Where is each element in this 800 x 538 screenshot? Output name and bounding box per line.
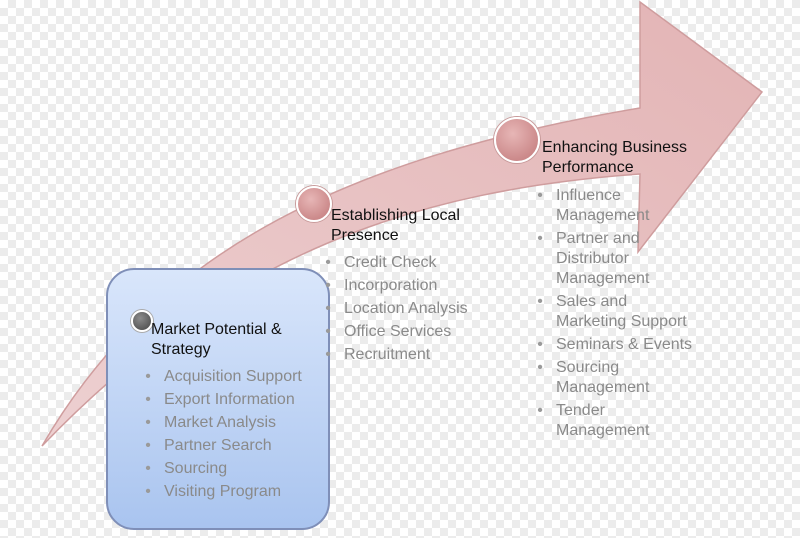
bullet-icon: • <box>537 402 543 419</box>
list-item: •Sales and Marketing Support <box>534 292 692 332</box>
list-item: •Sourcing Management <box>534 358 692 398</box>
stage-2-node <box>296 186 332 222</box>
list-item: •Partner Search <box>142 436 302 456</box>
bullet-icon: • <box>537 336 543 353</box>
bullet-icon: • <box>145 460 151 477</box>
bullet-icon: • <box>145 391 151 408</box>
stage-3-item-list: •Influence Management •Partner and Distr… <box>534 186 692 441</box>
list-item: •Visiting Program <box>142 482 302 502</box>
bullet-icon: • <box>537 230 543 247</box>
bullet-icon: • <box>145 483 151 500</box>
bullet-icon: • <box>145 368 151 385</box>
stage-2-title: Establishing Local Presence <box>331 207 460 244</box>
list-item: •Export Information <box>142 390 302 410</box>
list-item: •Market Analysis <box>142 413 302 433</box>
list-item: •Acquisition Support <box>142 367 302 387</box>
stage-1-title: Market Potential & Strategy <box>151 321 282 358</box>
bullet-icon: • <box>325 323 331 340</box>
list-item: •Office Services <box>322 322 468 342</box>
list-item: •Influence Management <box>534 186 692 226</box>
bullet-icon: • <box>325 300 331 317</box>
list-item: •Credit Check <box>322 253 468 273</box>
list-item: •Partner and Distributor Management <box>534 229 692 289</box>
bullet-icon: • <box>537 187 543 204</box>
list-item: •Seminars & Events <box>534 335 692 355</box>
bullet-icon: • <box>325 346 331 363</box>
bullet-icon: • <box>325 277 331 294</box>
stage-1-item-list: •Acquisition Support •Export Information… <box>142 367 302 502</box>
bullet-icon: • <box>537 359 543 376</box>
list-item: •Sourcing <box>142 459 302 479</box>
list-item: •Recruitment <box>322 345 468 365</box>
stage-1-panel <box>106 268 330 530</box>
stage-2-item-list: •Credit Check •Incorporation •Location A… <box>322 253 468 365</box>
bullet-icon: • <box>537 293 543 310</box>
list-item: •Location Analysis <box>322 299 467 319</box>
stage-3-title: Enhancing Business Performance <box>542 139 687 176</box>
stage-1-node <box>131 310 153 332</box>
bullet-icon: • <box>325 254 331 271</box>
list-item: •Incorporation <box>322 276 468 296</box>
list-item: •Tender Management <box>534 401 692 441</box>
bullet-icon: • <box>145 437 151 454</box>
stage-3-node <box>494 117 540 163</box>
bullet-icon: • <box>145 414 151 431</box>
